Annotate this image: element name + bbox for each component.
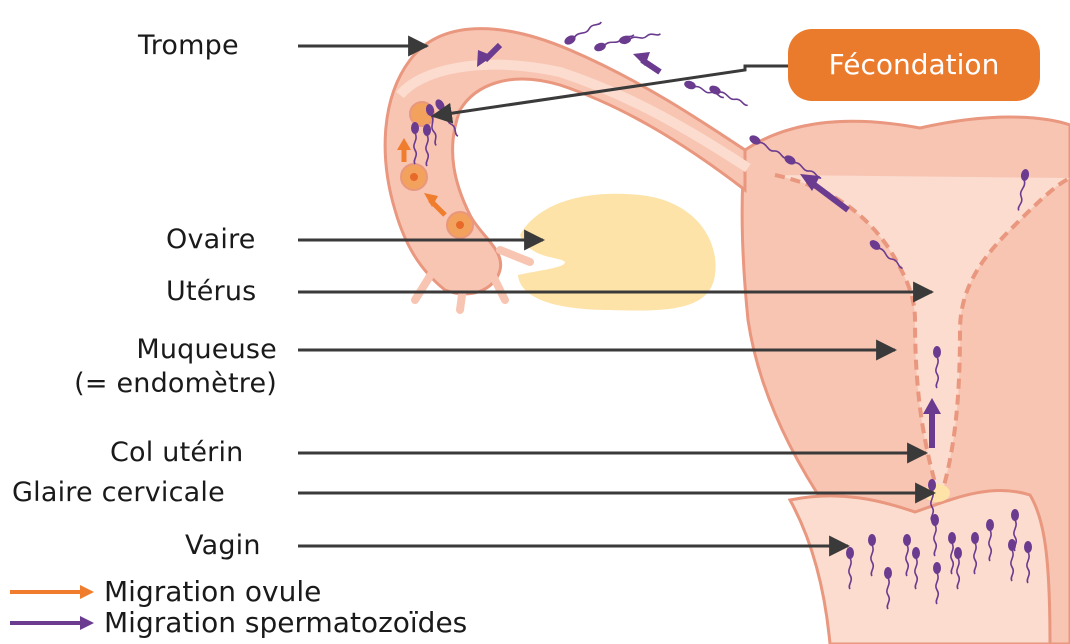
purple-arrow-icon (80, 616, 94, 630)
legend-ovule: Migration ovule (104, 576, 321, 608)
label-glaire-cervicale: Glaire cervicale (12, 477, 225, 509)
sperm-cell-icon (708, 84, 749, 109)
label-endometre: (= endomètre) (40, 368, 277, 400)
label-muqueuse: Muqueuse (60, 334, 277, 366)
label-uterus: Utérus (166, 276, 256, 308)
fecondation-badge: Fécondation (788, 29, 1040, 101)
label-col-uterin: Col utérin (110, 437, 243, 469)
label-ovaire: Ovaire (166, 224, 256, 256)
legend-arrows (10, 585, 94, 630)
sperm-cell-icon (618, 30, 661, 45)
label-vagin: Vagin (185, 530, 261, 562)
orange-arrow-icon (80, 585, 94, 599)
sperm-cell-icon (563, 19, 603, 47)
label-trompe: Trompe (138, 30, 239, 62)
legend-spermatozoides: Migration spermatozoïdes (104, 607, 467, 639)
